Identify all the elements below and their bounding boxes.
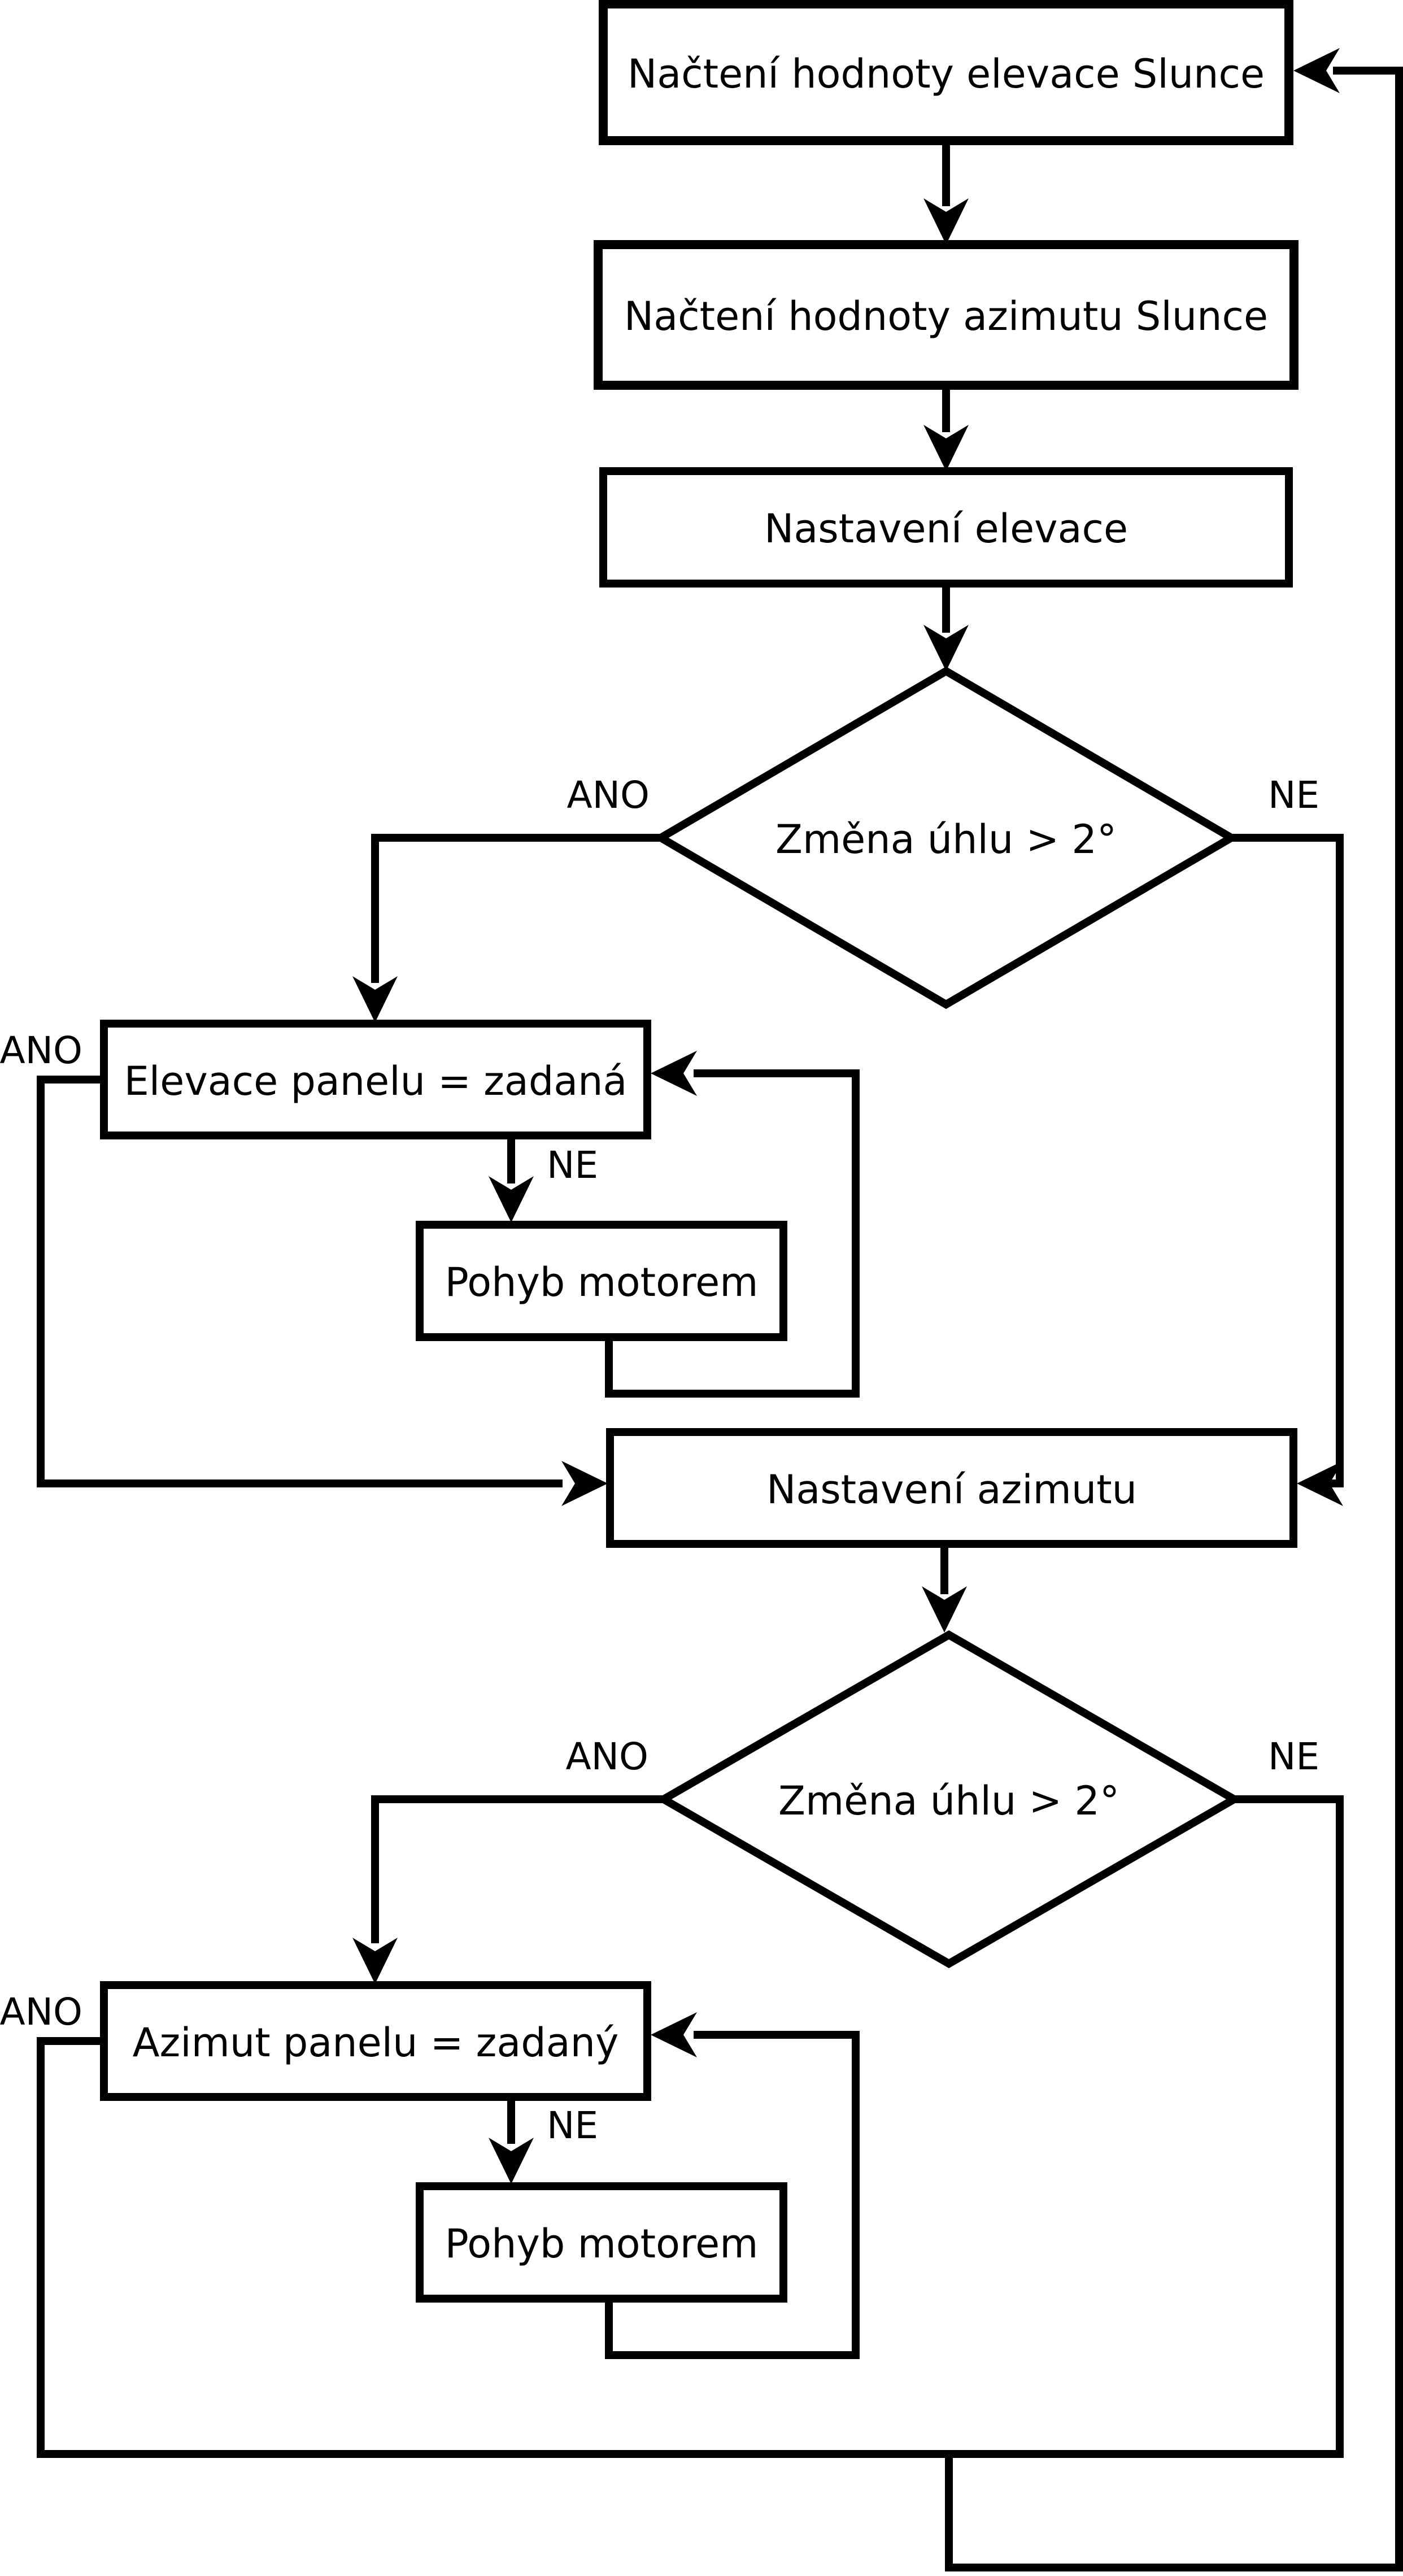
edge-label-elevation-equal-yes: ANO xyxy=(0,1029,82,1072)
arrowhead-into-set-azimuth-left xyxy=(561,1461,608,1506)
arrowhead-into-set-elevation xyxy=(923,425,969,471)
process-box-motor-move-azimuth xyxy=(416,2182,787,2303)
edge-label-azimuth-equal-yes: ANO xyxy=(0,1990,82,2034)
edge-elevation-check-yes xyxy=(371,834,661,983)
decision-diamond-azimuth-check xyxy=(655,1630,1243,1969)
label-elevation-equal: Elevace panelu = zadaná xyxy=(124,1058,628,1104)
arrowhead-into-load-elevation-right xyxy=(1293,48,1340,93)
process-box-set-azimuth xyxy=(606,1428,1297,1548)
edge-label-elevation-equal-no: NE xyxy=(547,1143,598,1187)
process-box-azimuth-equal xyxy=(100,1981,651,2101)
edge-elevation-equal-yes xyxy=(37,1076,563,1487)
arrowhead-into-motor-azimuth xyxy=(489,2138,534,2184)
edge-label-azimuth-equal-no: NE xyxy=(547,2104,598,2147)
edge-azimuth-check-yes xyxy=(371,1795,664,1943)
edge-label-azimuth-check-yes: ANO xyxy=(566,1735,648,1778)
edge-motor-elevation-loop xyxy=(605,1069,860,1398)
label-motor-move-azimuth: Pohyb motorem xyxy=(445,2221,759,2267)
edge-elevation-check-no xyxy=(1231,834,1344,1487)
nodes xyxy=(100,0,1299,2303)
process-box-set-elevation xyxy=(599,467,1293,588)
edge-label-elevation-check-yes: ANO xyxy=(567,773,650,817)
edge-label-azimuth-check-no: NE xyxy=(1268,1735,1319,1778)
label-set-elevation: Nastavení elevace xyxy=(764,506,1128,552)
edge-motor-azimuth-loop xyxy=(605,2031,860,2359)
arrowhead-into-azimuth-equal-right xyxy=(651,2012,697,2057)
label-set-azimuth: Nastavení azimutu xyxy=(766,1467,1137,1513)
arrowhead-into-elevation-check xyxy=(923,625,969,671)
label-azimuth-check: Změna úhlu > 2° xyxy=(778,1778,1119,1824)
arrowhead-into-load-azimuth xyxy=(923,198,969,245)
edge-labels: ANO NE ANO NE ANO NE ANO NE xyxy=(0,773,1319,2147)
arrowhead-into-azimuth-equal xyxy=(352,1938,398,1984)
edge-label-elevation-check-no: NE xyxy=(1268,773,1319,817)
label-load-azimuth: Načtení hodnoty azimutu Slunce xyxy=(624,293,1268,340)
edge-global-return-loop xyxy=(945,67,1403,2571)
label-azimuth-equal: Azimut panelu = zadaný xyxy=(133,2020,619,2066)
arrowhead-into-motor-elevation xyxy=(489,1176,534,1222)
label-motor-move-elevation: Pohyb motorem xyxy=(445,1259,759,1306)
edge-azimuth-equal-yes xyxy=(37,2037,1340,2458)
edge-azimuth-check-no xyxy=(1234,1795,1344,2458)
decision-diamond-elevation-check xyxy=(653,666,1239,1009)
node-labels: Načtení hodnoty elevace Slunce Načtení h… xyxy=(124,51,1268,2267)
label-elevation-check: Změna úhlu > 2° xyxy=(775,816,1117,863)
arrowhead-into-azimuth-check xyxy=(922,1586,967,1633)
process-box-motor-move-elevation xyxy=(416,1221,787,1341)
arrowheads xyxy=(352,48,1343,2184)
label-load-elevation: Načtení hodnoty elevace Slunce xyxy=(628,51,1265,97)
process-box-load-elevation xyxy=(599,0,1293,145)
arrowhead-into-elevation-equal xyxy=(352,976,398,1022)
edges xyxy=(37,67,1403,2571)
process-box-elevation-equal xyxy=(100,1020,651,1139)
arrowhead-into-elevation-equal-right xyxy=(651,1051,697,1096)
arrowhead-into-set-azimuth-right xyxy=(1297,1461,1343,1506)
